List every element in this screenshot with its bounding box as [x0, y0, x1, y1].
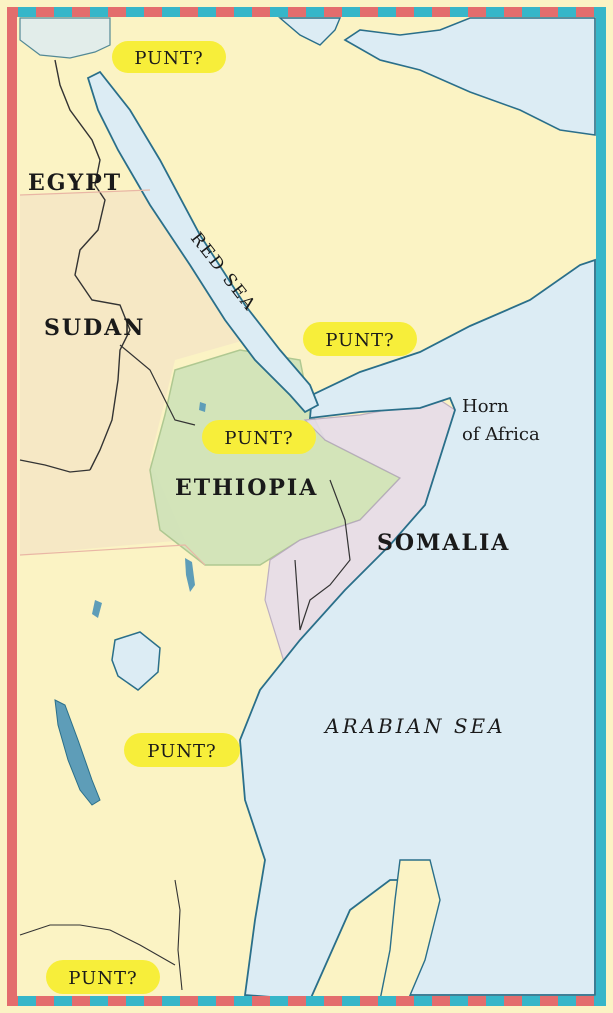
- lake-tana: [199, 402, 206, 412]
- label-egypt: EGYPT: [28, 170, 122, 196]
- border-egypt-sudan: [19, 189, 151, 196]
- label-horn-line1: Horn: [462, 396, 509, 417]
- punt-text: PUNT?: [224, 428, 293, 449]
- blue-nile: [119, 344, 196, 426]
- river-west: [19, 459, 91, 473]
- punt-label-north: PUNT?: [112, 41, 226, 73]
- river-south: [174, 879, 183, 991]
- lake-turkana: [185, 558, 195, 592]
- border-sudan-south: [19, 544, 206, 566]
- river-somalia: [294, 479, 351, 631]
- punt-text: PUNT?: [68, 968, 137, 989]
- label-horn-line2: of Africa: [462, 424, 540, 445]
- punt-label-south: PUNT?: [124, 733, 240, 767]
- punt-text: PUNT?: [325, 330, 394, 351]
- river-south-west: [19, 924, 176, 966]
- map-frame: [7, 7, 606, 1006]
- persian-gulf: [343, 17, 596, 136]
- label-ethiopia: ETHIOPIA: [175, 475, 318, 501]
- lake-tanganyika: [54, 699, 101, 806]
- label-sudan: SUDAN: [44, 315, 145, 341]
- punt-label-bottom: PUNT?: [46, 960, 160, 994]
- punt-text: PUNT?: [134, 48, 203, 69]
- red-sea: [86, 70, 320, 414]
- mediterranean: [19, 17, 111, 59]
- label-arabian-sea: ARABIAN SEA: [323, 714, 506, 738]
- lake-victoria: [111, 631, 161, 691]
- punt-text: PUNT?: [147, 741, 216, 762]
- nile-river: [54, 59, 131, 471]
- sudan-region: [20, 190, 245, 555]
- punt-label-ethiopia: PUNT?: [202, 420, 316, 454]
- gulf-of-aqaba: [278, 17, 342, 46]
- lake-albert: [92, 600, 102, 618]
- ocean: [239, 258, 596, 1001]
- punt-label-red-sea: PUNT?: [303, 322, 417, 356]
- label-somalia: SOMALIA: [377, 530, 510, 556]
